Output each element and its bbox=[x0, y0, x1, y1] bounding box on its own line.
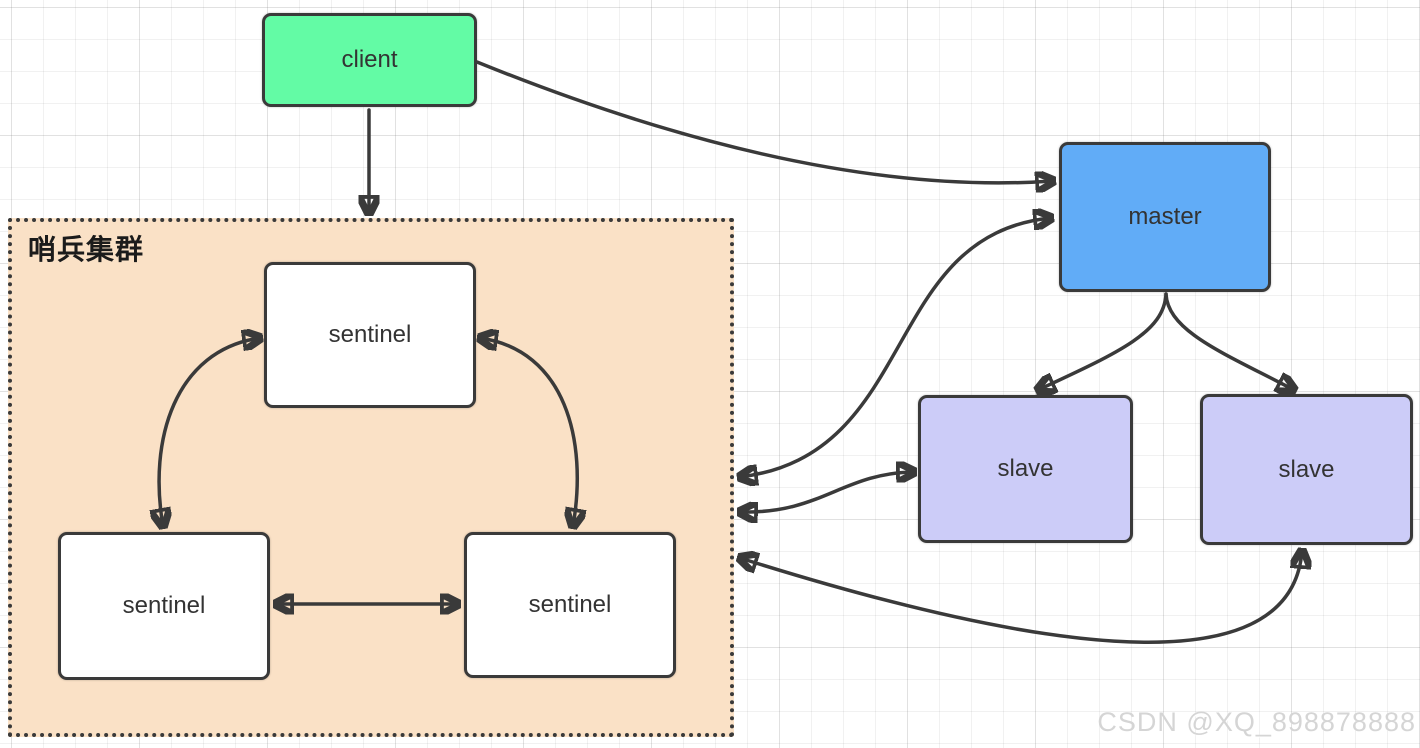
sentinel-left-label: sentinel bbox=[122, 592, 206, 619]
node-sentinel-top: sentinel bbox=[264, 262, 476, 408]
node-slave-left: slave bbox=[918, 395, 1133, 543]
node-sentinel-right: sentinel bbox=[464, 532, 676, 678]
arrow-slave-right-to-cluster bbox=[740, 551, 1302, 644]
node-client: client bbox=[262, 13, 477, 107]
client-label: client bbox=[341, 46, 398, 73]
sentinel-right-label: sentinel bbox=[528, 591, 612, 618]
arrow-client-to-master bbox=[475, 60, 1053, 183]
slave-right-label: slave bbox=[1278, 455, 1335, 483]
master-label: master bbox=[1128, 203, 1202, 230]
arrow-master-to-slave-left bbox=[1038, 292, 1168, 390]
node-sentinel-left: sentinel bbox=[58, 532, 270, 680]
node-slave-right: slave bbox=[1200, 394, 1413, 545]
slave-left-label: slave bbox=[997, 455, 1054, 482]
sentinel-cluster-label: 哨兵集群 bbox=[28, 234, 145, 265]
arrow-master-to-slave-right bbox=[1164, 292, 1294, 390]
csdn-watermark: CSDN @XQ_898878888 bbox=[1097, 707, 1416, 737]
arrow-cluster-to-slave-left bbox=[740, 472, 914, 512]
node-master: master bbox=[1059, 142, 1271, 292]
sentinel-top-label: sentinel bbox=[328, 321, 412, 348]
